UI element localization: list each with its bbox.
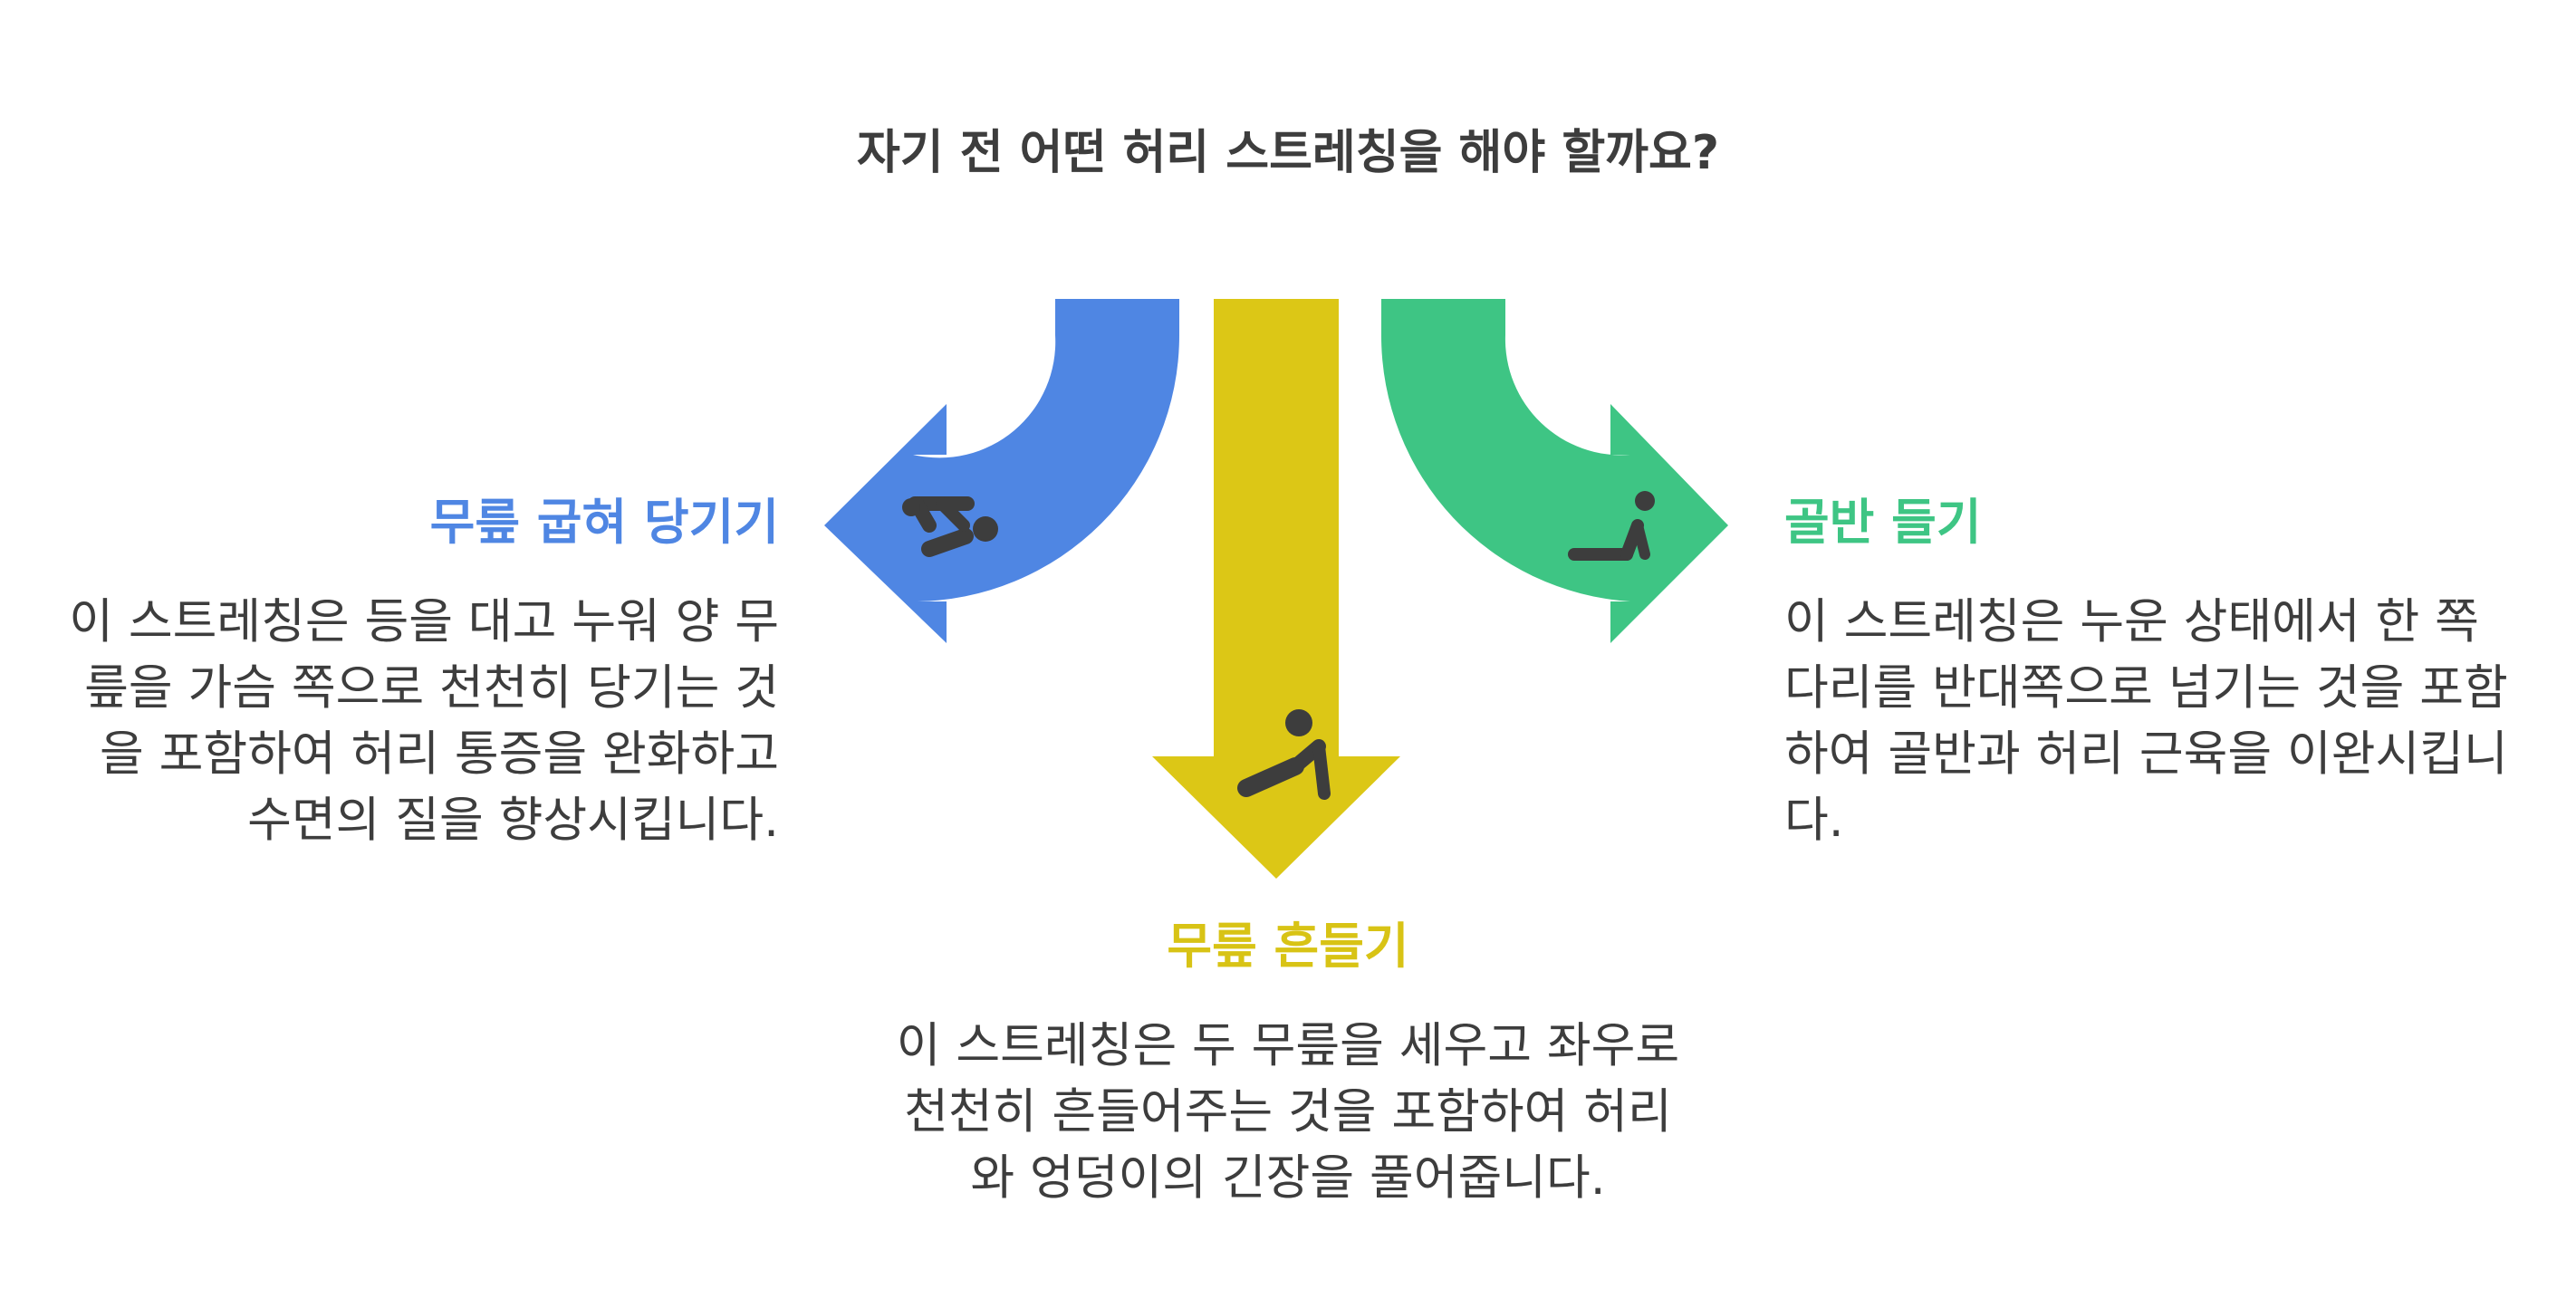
option-description-knee-rock: 이 스트레칭은 두 무릎을 세우고 좌우로 천천히 흔들어주는 것을 포함하여 … (896, 1018, 1680, 1206)
option-heading-pelvic-lift: 골반 들기 (1784, 494, 1982, 551)
blue-curved-arrow-left (824, 299, 1179, 643)
diagram-title: 자기 전 어떤 허리 스트레칭을 해야 할까요? (856, 126, 1720, 180)
knee-to-chest-person-icon (902, 496, 998, 557)
pelvic-lift-person-icon (1568, 491, 1655, 561)
green-curved-arrow-right (1380, 299, 1728, 643)
option-description-knee-to-chest: 이 스트레칭은 등을 대고 누워 양 무릎을 가슴 쪽으로 천천히 당기는 것을… (69, 594, 779, 848)
option-heading-knee-to-chest: 무릎 굽혀 당기기 (429, 494, 779, 551)
knee-rock-person-icon (1237, 709, 1331, 800)
option-description-pelvic-lift: 이 스트레칭은 누운 상태에서 한 쪽 다리를 반대쪽으로 넘기는 것을 포함하… (1784, 594, 2508, 848)
option-heading-knee-rock: 무릎 흔들기 (1167, 918, 1409, 975)
yellow-straight-arrow-down (1152, 299, 1400, 879)
